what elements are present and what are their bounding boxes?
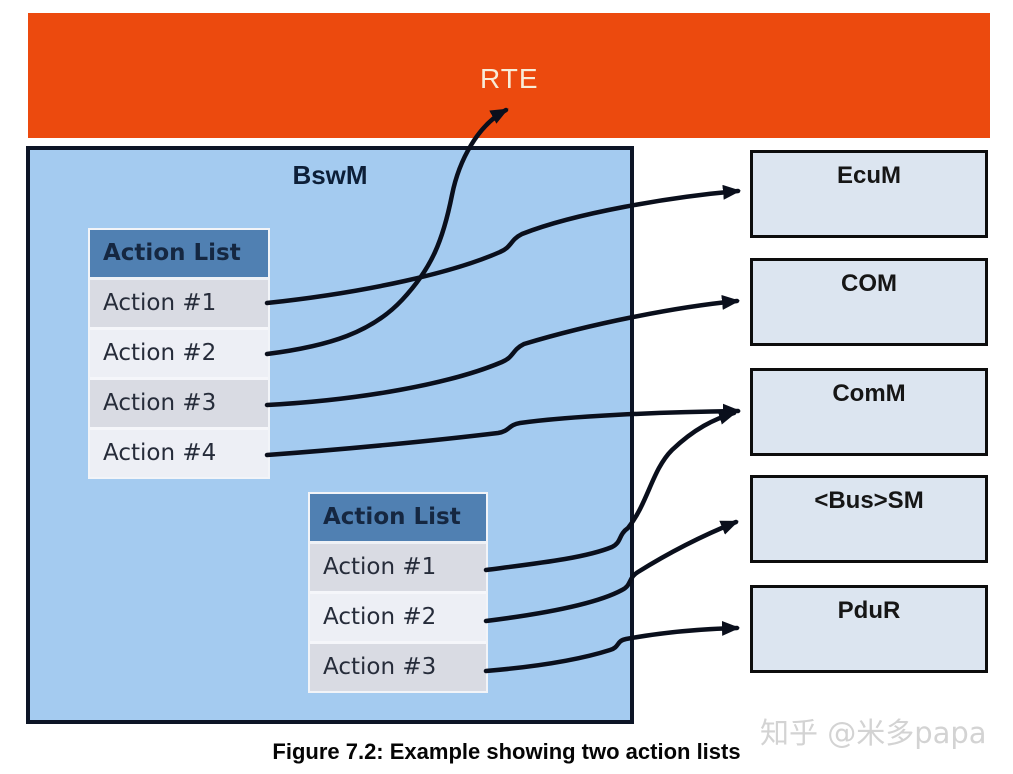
action-list-1-header: Action List xyxy=(90,230,268,280)
bswm-label: BswM xyxy=(292,160,368,190)
module-label-ecum: EcuM xyxy=(836,162,901,189)
action-list-2-row-1: Action #1 xyxy=(310,544,486,594)
action-list-1-row-1: Action #1 xyxy=(90,280,268,330)
figure-caption: Figure 7.2: Example showing two action l… xyxy=(272,739,741,764)
action-list-table-1: Action List Action #1 Action #2 Action #… xyxy=(88,228,270,479)
action-list-2-header: Action List xyxy=(310,494,486,544)
action-list-1-row-2: Action #2 xyxy=(90,330,268,380)
module-label-bussm: <Bus>SM xyxy=(814,487,924,514)
module-box-bussm: <Bus>SM xyxy=(750,475,988,563)
module-label-comm: ComM xyxy=(832,380,906,407)
module-box-pdur: PduR xyxy=(750,585,988,673)
rte-label: RTE xyxy=(480,63,539,94)
action-list-table-2: Action List Action #1 Action #2 Action #… xyxy=(308,492,488,693)
action-list-1-row-4: Action #4 xyxy=(90,430,268,477)
module-box-com: COM xyxy=(750,258,988,346)
module-label-com: COM xyxy=(841,270,897,297)
module-label-pdur: PduR xyxy=(837,597,901,624)
action-list-2-row-3: Action #3 xyxy=(310,644,486,691)
watermark-text: 知乎 @米多papa xyxy=(760,716,987,750)
action-list-1-row-3: Action #3 xyxy=(90,380,268,430)
rte-banner: RTE xyxy=(28,13,990,138)
module-box-ecum: EcuM xyxy=(750,150,988,238)
action-list-2-row-2: Action #2 xyxy=(310,594,486,644)
module-box-comm: ComM xyxy=(750,368,988,456)
